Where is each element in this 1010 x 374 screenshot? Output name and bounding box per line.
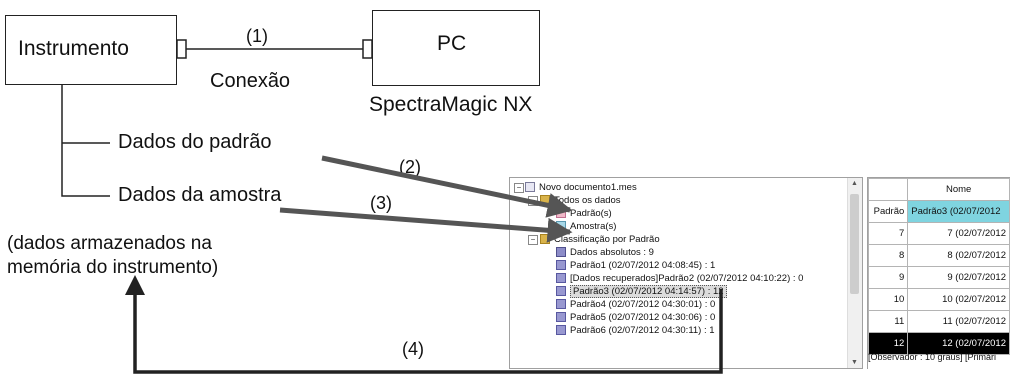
step3-label: (3): [370, 193, 392, 213]
tree-item[interactable]: Padrão6 (02/07/2012 04:30:11) : 1: [556, 324, 715, 336]
sample-data-label: Dados da amostra: [118, 184, 282, 206]
group-icon: [556, 286, 566, 296]
standard-data-label: Dados do padrão: [118, 131, 272, 153]
grid-corner: [868, 178, 909, 201]
scroll-thumb[interactable]: [850, 194, 859, 294]
grid-cell[interactable]: 12 (02/07/2012: [907, 332, 1010, 355]
group-icon: [556, 247, 566, 257]
step1-label: (1): [246, 26, 268, 46]
tree-item[interactable]: Dados absolutos : 9: [556, 246, 654, 258]
document-icon: [525, 182, 535, 192]
arrow-return-head: [125, 275, 145, 295]
scroll-down-icon[interactable]: ▼: [851, 359, 858, 366]
group-icon: [556, 273, 566, 283]
tree-root[interactable]: Novo documento1.mes: [525, 181, 637, 193]
grid-header-row: Nome: [868, 178, 1010, 201]
software-label: SpectraMagic NX: [369, 93, 533, 116]
arrow-standard-data: [321, 155, 573, 218]
tree-scrollbar[interactable]: ▲ ▼: [847, 178, 862, 368]
tree-item[interactable]: Padrão4 (02/07/2012 04:30:01) : 0: [556, 298, 715, 310]
grid-row-header: 9: [868, 266, 909, 289]
grid-row[interactable]: 9 9 (02/07/2012: [868, 266, 1010, 289]
data-grid: Nome Padrão Padrão3 (02/07/2012 7 7 (02/…: [868, 178, 1010, 355]
grid-row-header: 12: [868, 332, 909, 355]
group-icon: [556, 325, 566, 335]
step2-label: (2): [399, 157, 421, 177]
grid-col-header[interactable]: Nome: [907, 178, 1010, 201]
collapse-toggle[interactable]: −: [514, 183, 524, 193]
tree-item-selected[interactable]: Padrão3 (02/07/2012 04:14:57) : 12: [556, 284, 727, 298]
arrow-sample-data: [279, 207, 573, 243]
tree-item[interactable]: [Dados recuperados]Padrão2 (02/07/2012 0…: [556, 272, 803, 284]
pc-port: [362, 39, 373, 59]
data-branch-line: [61, 85, 110, 197]
scroll-up-icon[interactable]: ▲: [851, 180, 858, 187]
arrow-return-line: [133, 286, 723, 374]
data-grid-panel: Nome Padrão Padrão3 (02/07/2012 7 7 (02/…: [867, 177, 1010, 369]
step4-label: (4): [402, 339, 424, 359]
connection-label: Conexão: [210, 70, 291, 92]
instrument-label: Instrumento: [18, 37, 129, 60]
memory-note-line2: memória do instrumento): [7, 257, 219, 278]
grid-cell[interactable]: Padrão3 (02/07/2012: [907, 200, 1010, 223]
instrument-port: [176, 39, 187, 59]
grid-row-header: 10: [868, 288, 909, 311]
memory-note-line1: (dados armazenados na: [7, 233, 212, 254]
grid-row-header: Padrão: [868, 200, 909, 223]
group-icon: [556, 312, 566, 322]
pc-label: PC: [437, 32, 467, 55]
grid-row-selected[interactable]: 12 12 (02/07/2012: [868, 332, 1010, 355]
tree-item[interactable]: Padrão5 (02/07/2012 04:30:06) : 0: [556, 311, 715, 323]
group-icon: [556, 299, 566, 309]
grid-row-header: 11: [868, 310, 909, 333]
grid-status-bar: [Observador : 10 graus] [Primári: [868, 352, 997, 362]
collapse-toggle[interactable]: −: [528, 235, 538, 245]
instrument-box: [5, 15, 177, 85]
group-icon: [556, 260, 566, 270]
grid-row[interactable]: Padrão Padrão3 (02/07/2012: [868, 200, 1010, 223]
tree-item[interactable]: Padrão1 (02/07/2012 04:08:45) : 1: [556, 259, 715, 271]
